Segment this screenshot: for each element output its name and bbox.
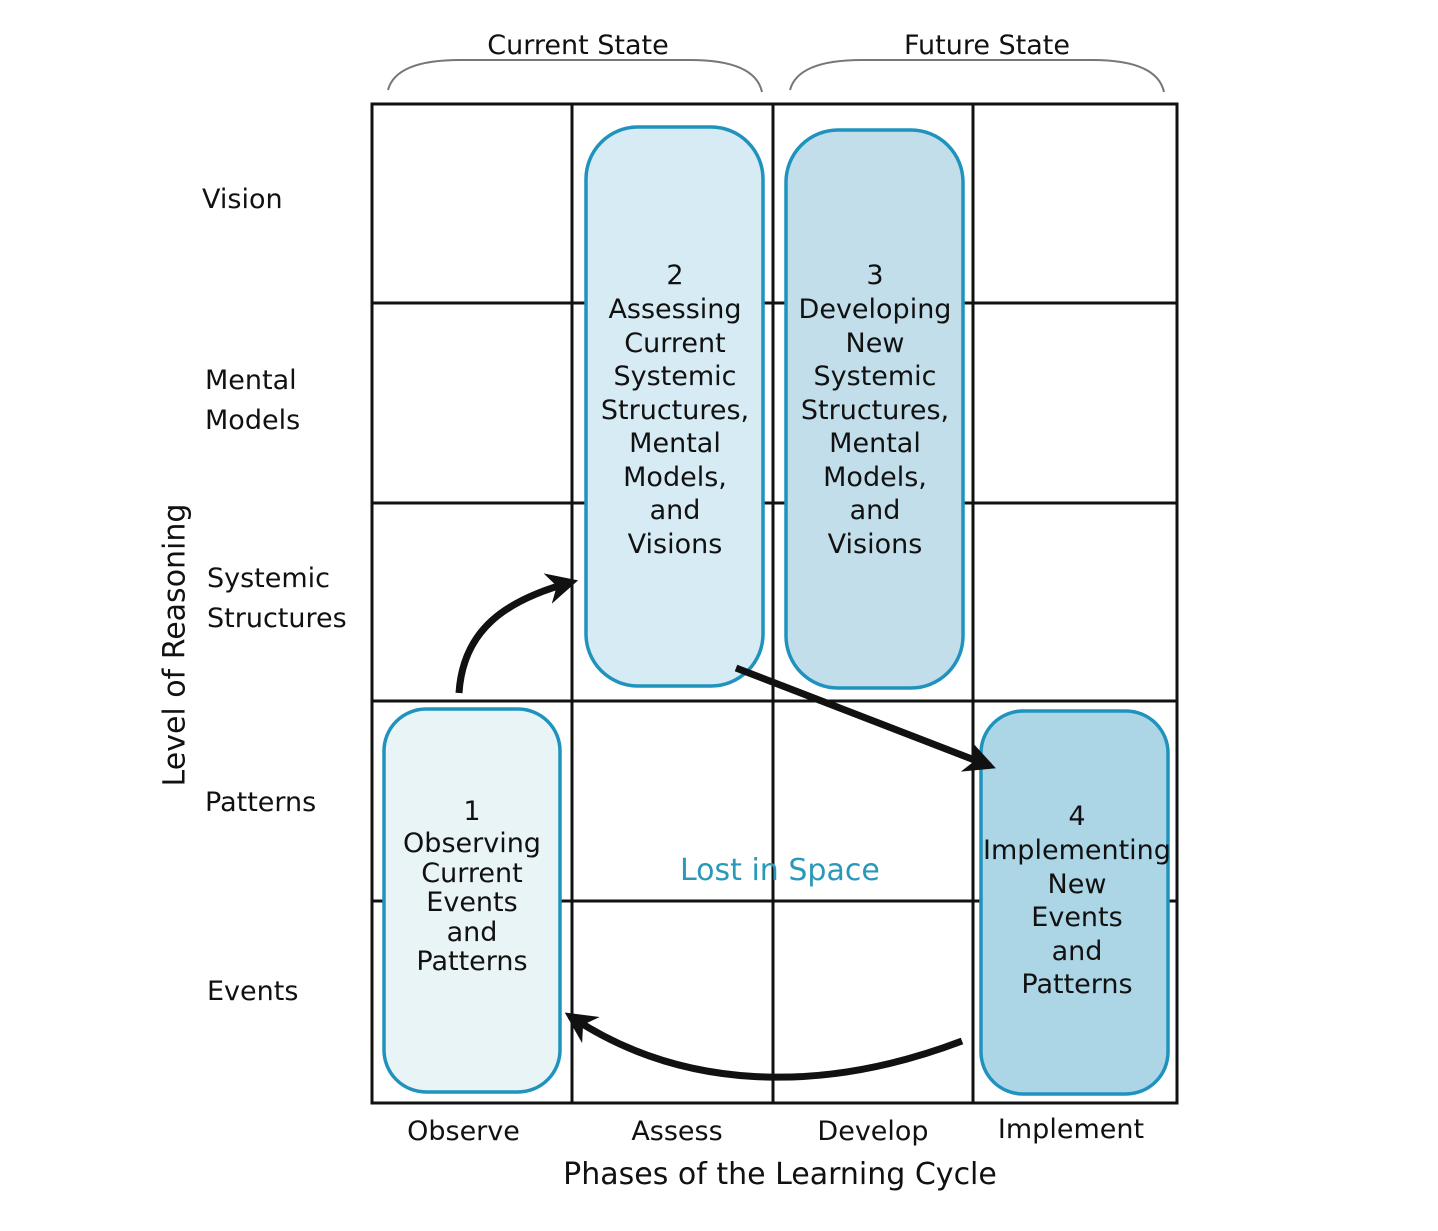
future-state-label: Future State [903, 30, 1071, 61]
step-3-label: Developing New Systemic Structures, Ment… [798, 294, 952, 560]
step-box-4 [979, 709, 1170, 1096]
step-1-label: Observing Current Events and Patterns [403, 828, 541, 977]
step-1-number: 1 [463, 796, 481, 827]
step-box-2 [584, 125, 765, 688]
level-label-systemic-structures: Systemic Structures [207, 563, 347, 634]
level-label-patterns: Patterns [205, 787, 317, 818]
phase-label-implement: Implement [997, 1114, 1145, 1145]
future-state-brace [789, 59, 1165, 93]
step-2-text: 2 Assessing Current Systemic Structures,… [575, 259, 775, 561]
step-3-number: 3 [866, 260, 884, 291]
arrow-implement-to-observe [564, 1012, 964, 1081]
phase-label-assess: Assess [631, 1116, 723, 1147]
phase-label-develop: Develop [817, 1116, 929, 1147]
level-label-events: Events [207, 976, 299, 1007]
step-1-text: 1 Observing Current Events and Patterns [384, 795, 560, 977]
arrow-assess-to-implement [734, 664, 996, 772]
y-axis-title: Level of Reasoning [157, 503, 193, 787]
step-4-number: 4 [1068, 801, 1086, 832]
step-2-number: 2 [666, 260, 684, 291]
step-box-1 [382, 707, 562, 1094]
arrow-observe-to-assess [455, 573, 579, 694]
step-2-label: Assessing Current Systemic Structures, M… [600, 294, 750, 560]
current-state-brace [387, 59, 763, 93]
current-state-label: Current State [487, 30, 669, 61]
level-label-mental-models: Mental Models [205, 365, 301, 436]
lost-in-space-label: Lost in Space [680, 853, 880, 888]
step-4-label: Implementing New Events and Patterns [983, 835, 1171, 1000]
step-box-3 [784, 128, 965, 690]
step-4-text: 4 Implementing New Events and Patterns [972, 800, 1182, 1002]
step-3-text: 3 Developing New Systemic Structures, Me… [775, 259, 975, 561]
x-axis-title: Phases of the Learning Cycle [563, 1157, 997, 1192]
phase-label-observe: Observe [407, 1116, 520, 1147]
level-label-vision: Vision [202, 184, 283, 215]
